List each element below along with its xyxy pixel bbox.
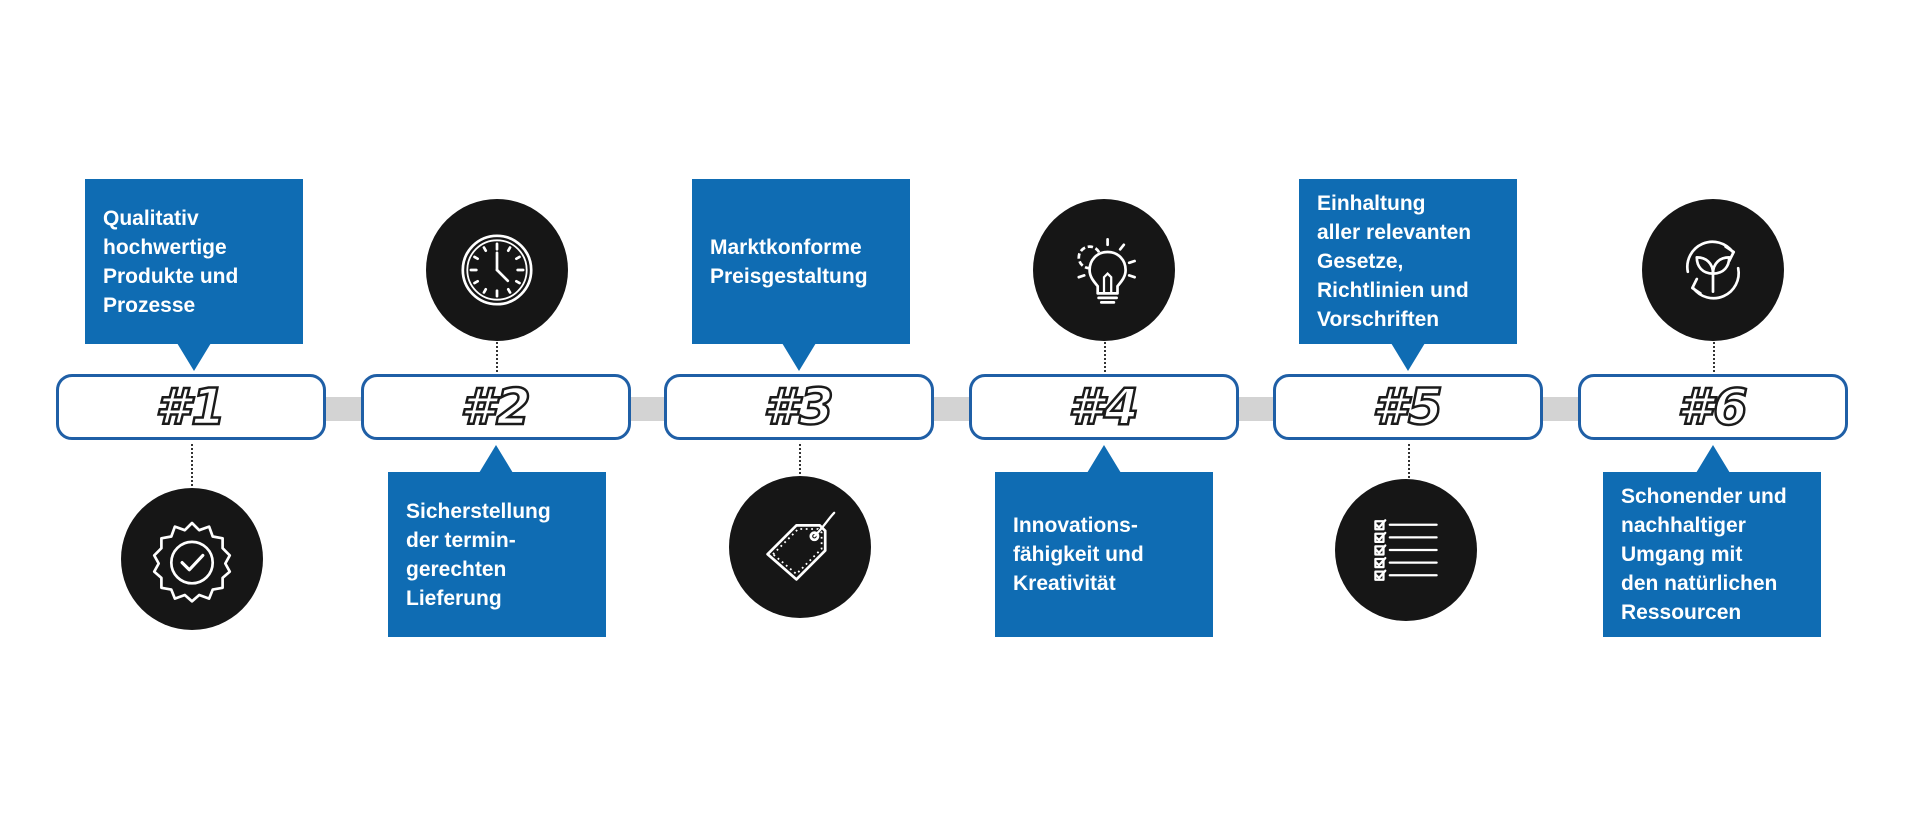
step-3-pointer bbox=[782, 343, 816, 371]
step-2-dotted-line bbox=[496, 342, 498, 372]
step-4-number: #4 bbox=[1067, 378, 1140, 436]
step-5-text-box: Einhaltung aller relevanten Gesetze, Ric… bbox=[1299, 179, 1517, 344]
step-5-number: #5 bbox=[1371, 378, 1444, 436]
step-4-pointer bbox=[1087, 445, 1121, 473]
step-6-text-box: Schonender und nachhaltiger Umgang mit d… bbox=[1603, 472, 1821, 637]
step-3-text-box: Marktkonforme Preisgestaltung bbox=[692, 179, 910, 344]
step-2-text-box: Sicherstellung der termin- gerechten Lie… bbox=[388, 472, 606, 637]
step-5-pill: #5 bbox=[1273, 374, 1543, 440]
step-3-pill: #3 bbox=[664, 374, 934, 440]
price-tag-icon bbox=[766, 511, 836, 581]
step-2-icon-circle bbox=[426, 199, 568, 341]
step-4-text-box: Innovations- fähigkeit und Kreativität bbox=[995, 472, 1213, 637]
step-2-text: Sicherstellung der termin- gerechten Lie… bbox=[406, 499, 551, 610]
step-1-pill: #1 bbox=[56, 374, 326, 440]
step-1-icon-circle bbox=[121, 488, 263, 630]
step-4-text: Innovations- fähigkeit und Kreativität bbox=[1013, 514, 1144, 595]
step-6-dotted-line bbox=[1713, 342, 1715, 372]
step-4-icon-circle bbox=[1033, 199, 1175, 341]
step-3-text: Marktkonforme Preisgestaltung bbox=[710, 235, 868, 288]
step-6-icon-circle bbox=[1642, 199, 1784, 341]
step-1-number: #1 bbox=[154, 378, 227, 436]
step-6-pill: #6 bbox=[1578, 374, 1848, 440]
clock-icon bbox=[461, 234, 533, 306]
step-5-dotted-line bbox=[1408, 444, 1410, 478]
step-1-pointer bbox=[177, 343, 211, 371]
step-5-icon-circle bbox=[1335, 479, 1477, 621]
step-3-number: #3 bbox=[762, 378, 835, 436]
recycle-plant-icon bbox=[1686, 240, 1740, 300]
checklist-icon bbox=[1374, 519, 1438, 581]
step-6-text: Schonender und nachhaltiger Umgang mit d… bbox=[1621, 485, 1787, 624]
step-5-text: Einhaltung aller relevanten Gesetze, Ric… bbox=[1317, 192, 1472, 331]
step-6-pointer bbox=[1696, 445, 1730, 473]
step-4-dotted-line bbox=[1104, 342, 1106, 372]
step-1-dotted-line bbox=[191, 444, 193, 486]
seal-check-icon bbox=[152, 521, 232, 603]
step-4-pill: #4 bbox=[969, 374, 1239, 440]
step-3-dotted-line bbox=[799, 444, 801, 474]
step-6-number: #6 bbox=[1676, 378, 1749, 436]
step-1-text-box: Qualitativ hochwertige Produkte und Proz… bbox=[85, 179, 303, 344]
step-1-text: Qualitativ hochwertige Produkte und Proz… bbox=[103, 206, 239, 317]
step-2-pill: #2 bbox=[361, 374, 631, 440]
lightbulb-gear-icon bbox=[1077, 238, 1136, 304]
step-3-icon-circle bbox=[729, 476, 871, 618]
step-2-pointer bbox=[479, 445, 513, 473]
step-5-pointer bbox=[1391, 343, 1425, 371]
step-2-number: #2 bbox=[459, 378, 532, 436]
